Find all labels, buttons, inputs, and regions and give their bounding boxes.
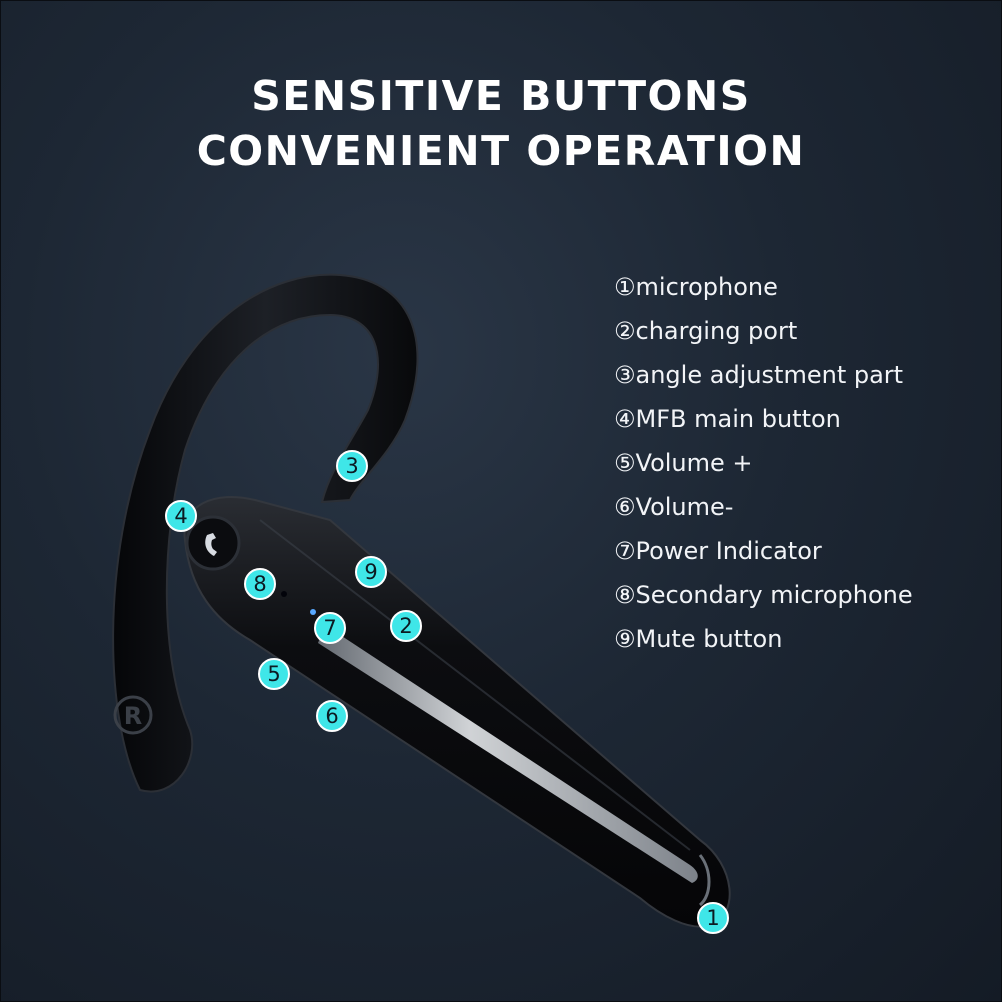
legend-item-volume-up: ⑤Volume + (614, 449, 753, 477)
power-indicator-light (310, 609, 316, 615)
headline-line-1: SENSITIVE BUTTONS (251, 72, 751, 120)
phone-icon (205, 533, 217, 556)
legend-item-microphone: ①microphone (614, 273, 778, 301)
marker-microphone: 1 (697, 902, 729, 934)
marker-mfb-button: 4 (165, 500, 197, 532)
marker-volume-up: 5 (258, 658, 290, 690)
headline-line-2: CONVENIENT OPERATION (196, 127, 806, 175)
secondary-mic-hole (281, 591, 287, 597)
marker-volume-down: 6 (316, 700, 348, 732)
microphone-tip (698, 854, 711, 907)
feature-legend: ①microphone ②charging port ③angle adjust… (614, 270, 913, 666)
legend-item-secondary-mic: ⑧Secondary microphone (614, 581, 913, 609)
legend-item-volume-down: ⑥Volume- (614, 493, 734, 521)
marker-angle-adjustment: 3 (336, 450, 368, 482)
marker-charging-port: 2 (390, 610, 422, 642)
legend-item-mfb-button: ④MFB main button (614, 405, 841, 433)
legend-item-mute-button: ⑨Mute button (614, 625, 783, 653)
side-indicator-badge (113, 695, 153, 735)
marker-mute-button: 9 (355, 556, 387, 588)
side-indicator-letter: R (124, 702, 142, 730)
marker-power-indicator: 7 (314, 612, 346, 644)
legend-item-power-indicator: ⑦Power Indicator (614, 537, 822, 565)
mfb-button (185, 515, 241, 571)
marker-secondary-mic: 8 (244, 568, 276, 600)
reflective-strip (318, 625, 698, 883)
ear-hook (112, 273, 419, 793)
legend-item-charging-port: ②charging port (614, 317, 798, 345)
legend-item-angle-adjustment: ③angle adjustment part (614, 361, 904, 389)
